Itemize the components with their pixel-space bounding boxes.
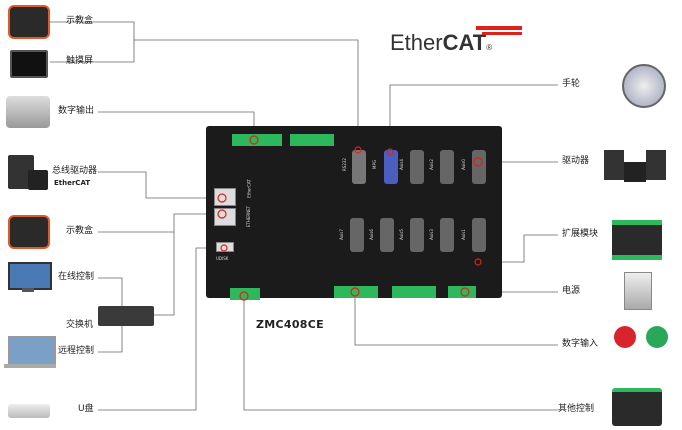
- power-terminal: [230, 288, 260, 300]
- logo-ether: Ether: [390, 30, 443, 55]
- axis-connector: [440, 150, 454, 184]
- label-handwheel: 手轮: [562, 79, 581, 89]
- label-usb-disk: U盘: [78, 404, 94, 414]
- label-digital-input: 数字输入: [562, 339, 599, 349]
- input-terminal: [334, 286, 378, 298]
- input-terminal: [392, 286, 436, 298]
- handwheel-icon: [622, 64, 666, 108]
- servo-motor-icon: [28, 170, 48, 190]
- ethercat-logo: EtherCAT®: [390, 30, 492, 56]
- io-module-icon: [612, 388, 662, 426]
- monitor-stand-icon: [22, 288, 34, 292]
- label-online-control: 在线控制: [58, 272, 95, 282]
- udisk-port: [216, 242, 234, 252]
- output-terminal: [232, 134, 282, 146]
- green-button-icon: [646, 326, 668, 348]
- label-touch-screen: 触摸屏: [66, 56, 94, 66]
- ethercat-arrow-icon: [476, 26, 522, 30]
- axis-connector: [350, 218, 364, 252]
- axis-connector: [410, 218, 424, 252]
- expansion-module-icon: [612, 220, 662, 260]
- logo-cat: CAT: [442, 30, 487, 55]
- label-driver: 驱动器: [562, 156, 590, 166]
- red-button-icon: [614, 326, 636, 348]
- axis-connector: [472, 218, 486, 252]
- power-supply-icon: [624, 272, 652, 310]
- board-udisk-label: UDISK: [216, 256, 229, 261]
- axis-connector: [380, 218, 394, 252]
- usb-disk-icon: [8, 404, 50, 418]
- teach-pendant-icon: [8, 215, 50, 249]
- mpg-connector: [384, 150, 398, 184]
- controller-model: ZMC408CE: [256, 318, 324, 331]
- servo-drive-icon: [604, 150, 624, 180]
- power-terminal: [448, 286, 476, 298]
- label-power: 电源: [562, 286, 581, 296]
- output-terminal: [290, 134, 334, 146]
- label-other-control: 其他控制: [558, 404, 595, 414]
- laptop-base-icon: [4, 364, 56, 368]
- logo-mark: ®: [486, 43, 493, 52]
- teach-pendant-icon: [8, 5, 50, 39]
- label-remote-control: 远程控制: [58, 346, 95, 356]
- label-teach-pendant: 示教盒: [66, 226, 94, 236]
- solenoid-valve-icon: [6, 96, 50, 128]
- touch-screen-icon: [10, 50, 48, 78]
- label-bus-servo-ethercat: EtherCAT: [54, 179, 91, 187]
- axis-connector: [410, 150, 424, 184]
- label-teach-pendant-top: 示教盒: [66, 16, 94, 26]
- label-digital-output: 数字输出: [58, 106, 95, 116]
- label-expansion-module: 扩展模块: [562, 229, 599, 239]
- rs232-connector: [352, 150, 366, 184]
- servo-drive-icon: [646, 150, 666, 180]
- network-switch-icon: [98, 306, 154, 326]
- ethercat-arrow-icon: [482, 32, 522, 35]
- servo-motor-icon: [624, 162, 646, 182]
- label-switch: 交换机: [66, 320, 94, 330]
- axis-connector: [440, 218, 454, 252]
- label-bus-servo: 总线驱动器: [52, 166, 98, 176]
